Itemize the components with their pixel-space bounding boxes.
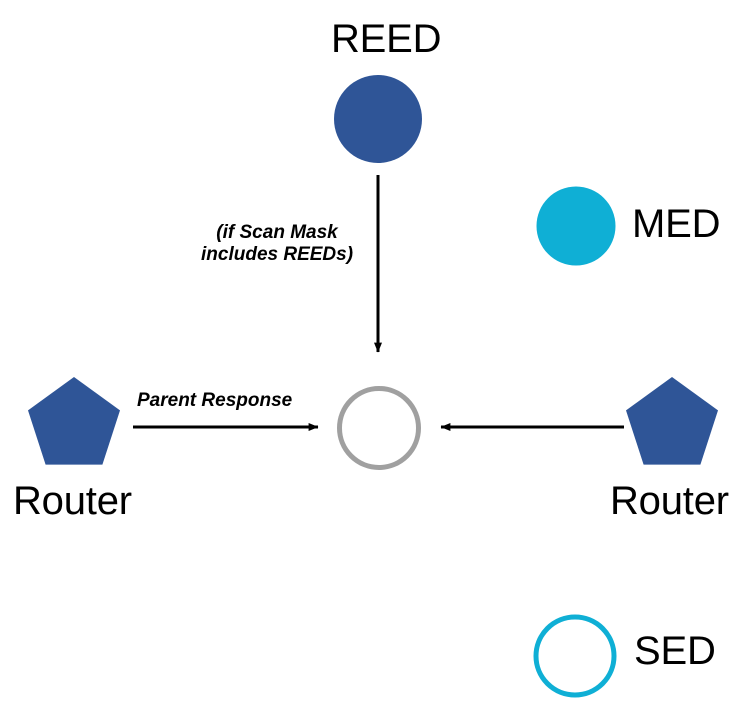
node-joiner-circle[interactable] xyxy=(337,386,421,470)
node-router-right-pentagon[interactable] xyxy=(626,377,718,465)
node-med-circle[interactable] xyxy=(536,186,616,266)
node-label-sed: SED xyxy=(634,629,716,673)
node-router-left-pentagon[interactable] xyxy=(28,377,120,465)
node-reed-circle[interactable] xyxy=(334,75,422,163)
edge-label-parent-response: Parent Response xyxy=(137,390,293,411)
node-label-router-right: Router xyxy=(610,479,729,523)
edge-label-scan-mask-condition: (if Scan Mask includes REEDs) xyxy=(201,222,354,265)
node-label-med: MED xyxy=(632,202,721,246)
node-label-router-left: Router xyxy=(13,479,132,523)
node-sed-circle[interactable] xyxy=(533,614,617,698)
node-label-reed: REED xyxy=(331,17,442,61)
